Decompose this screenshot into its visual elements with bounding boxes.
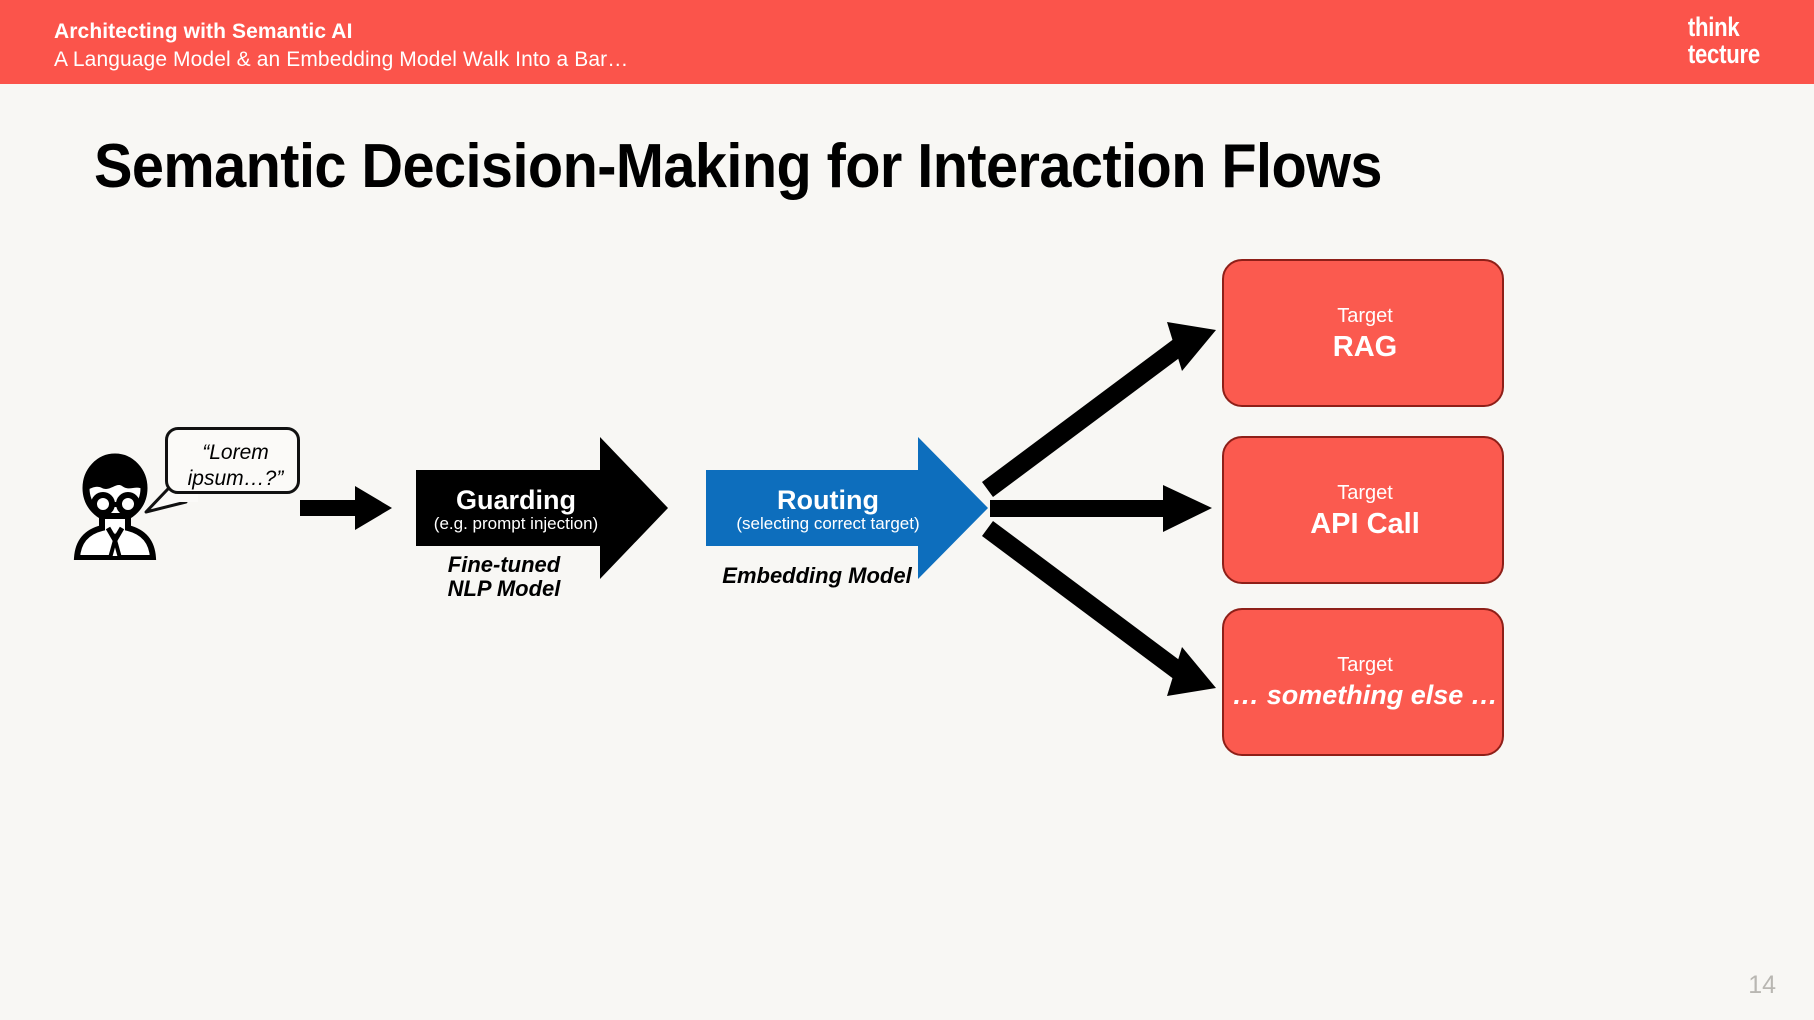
arrow-user-to-guarding	[300, 486, 392, 530]
arrow-routing-to-rag	[982, 322, 1216, 497]
guarding-subtitle: (e.g. prompt injection)	[433, 514, 599, 533]
routing-caption-line1: Embedding Model	[722, 563, 912, 588]
header-title: Architecting with Semantic AI	[54, 20, 353, 43]
routing-title: Routing	[777, 485, 879, 515]
guarding-arrow-shape	[416, 437, 668, 579]
logo-line-think: think	[1687, 12, 1740, 42]
target-api-label-big: API Call	[1310, 508, 1420, 540]
page-title: Semantic Decision-Making for Interaction…	[94, 132, 1382, 201]
header-subtitle: A Language Model & an Embedding Model Wa…	[54, 48, 629, 71]
target-rag-label-small: Target	[1337, 305, 1393, 327]
guarding-title: Guarding	[456, 485, 576, 515]
target-box-api-call[interactable]: Target API Call	[1222, 436, 1504, 584]
target-api-label-small: Target	[1337, 482, 1393, 504]
logo-line-tecture: tecture	[1687, 39, 1760, 69]
target-other-label-small: Target	[1337, 654, 1393, 676]
routing-subtitle: (selecting correct target)	[736, 514, 920, 533]
arrow-routing-to-other	[982, 521, 1216, 696]
arrow-routing-to-api	[990, 485, 1212, 532]
header-bar: Architecting with Semantic AI A Language…	[0, 0, 1814, 84]
speech-bubble: “Lorem ipsum…?”	[165, 427, 300, 494]
speech-bubble-text: “Lorem ipsum…?”	[187, 441, 284, 490]
target-rag-label-big: RAG	[1332, 331, 1398, 363]
guarding-caption-line1: Fine-tuned	[447, 552, 561, 577]
target-box-something-else[interactable]: Target … something else …	[1222, 608, 1504, 756]
routing-arrow-shape	[706, 437, 988, 579]
thinktecture-logo: think tecture	[1688, 14, 1760, 68]
page-number: 14	[1748, 971, 1776, 999]
target-other-label-big: … something else …	[1232, 680, 1498, 710]
target-box-rag[interactable]: Target RAG	[1222, 259, 1504, 407]
person-with-glasses-icon	[72, 452, 158, 560]
guarding-caption-line2: NLP Model	[447, 576, 561, 601]
